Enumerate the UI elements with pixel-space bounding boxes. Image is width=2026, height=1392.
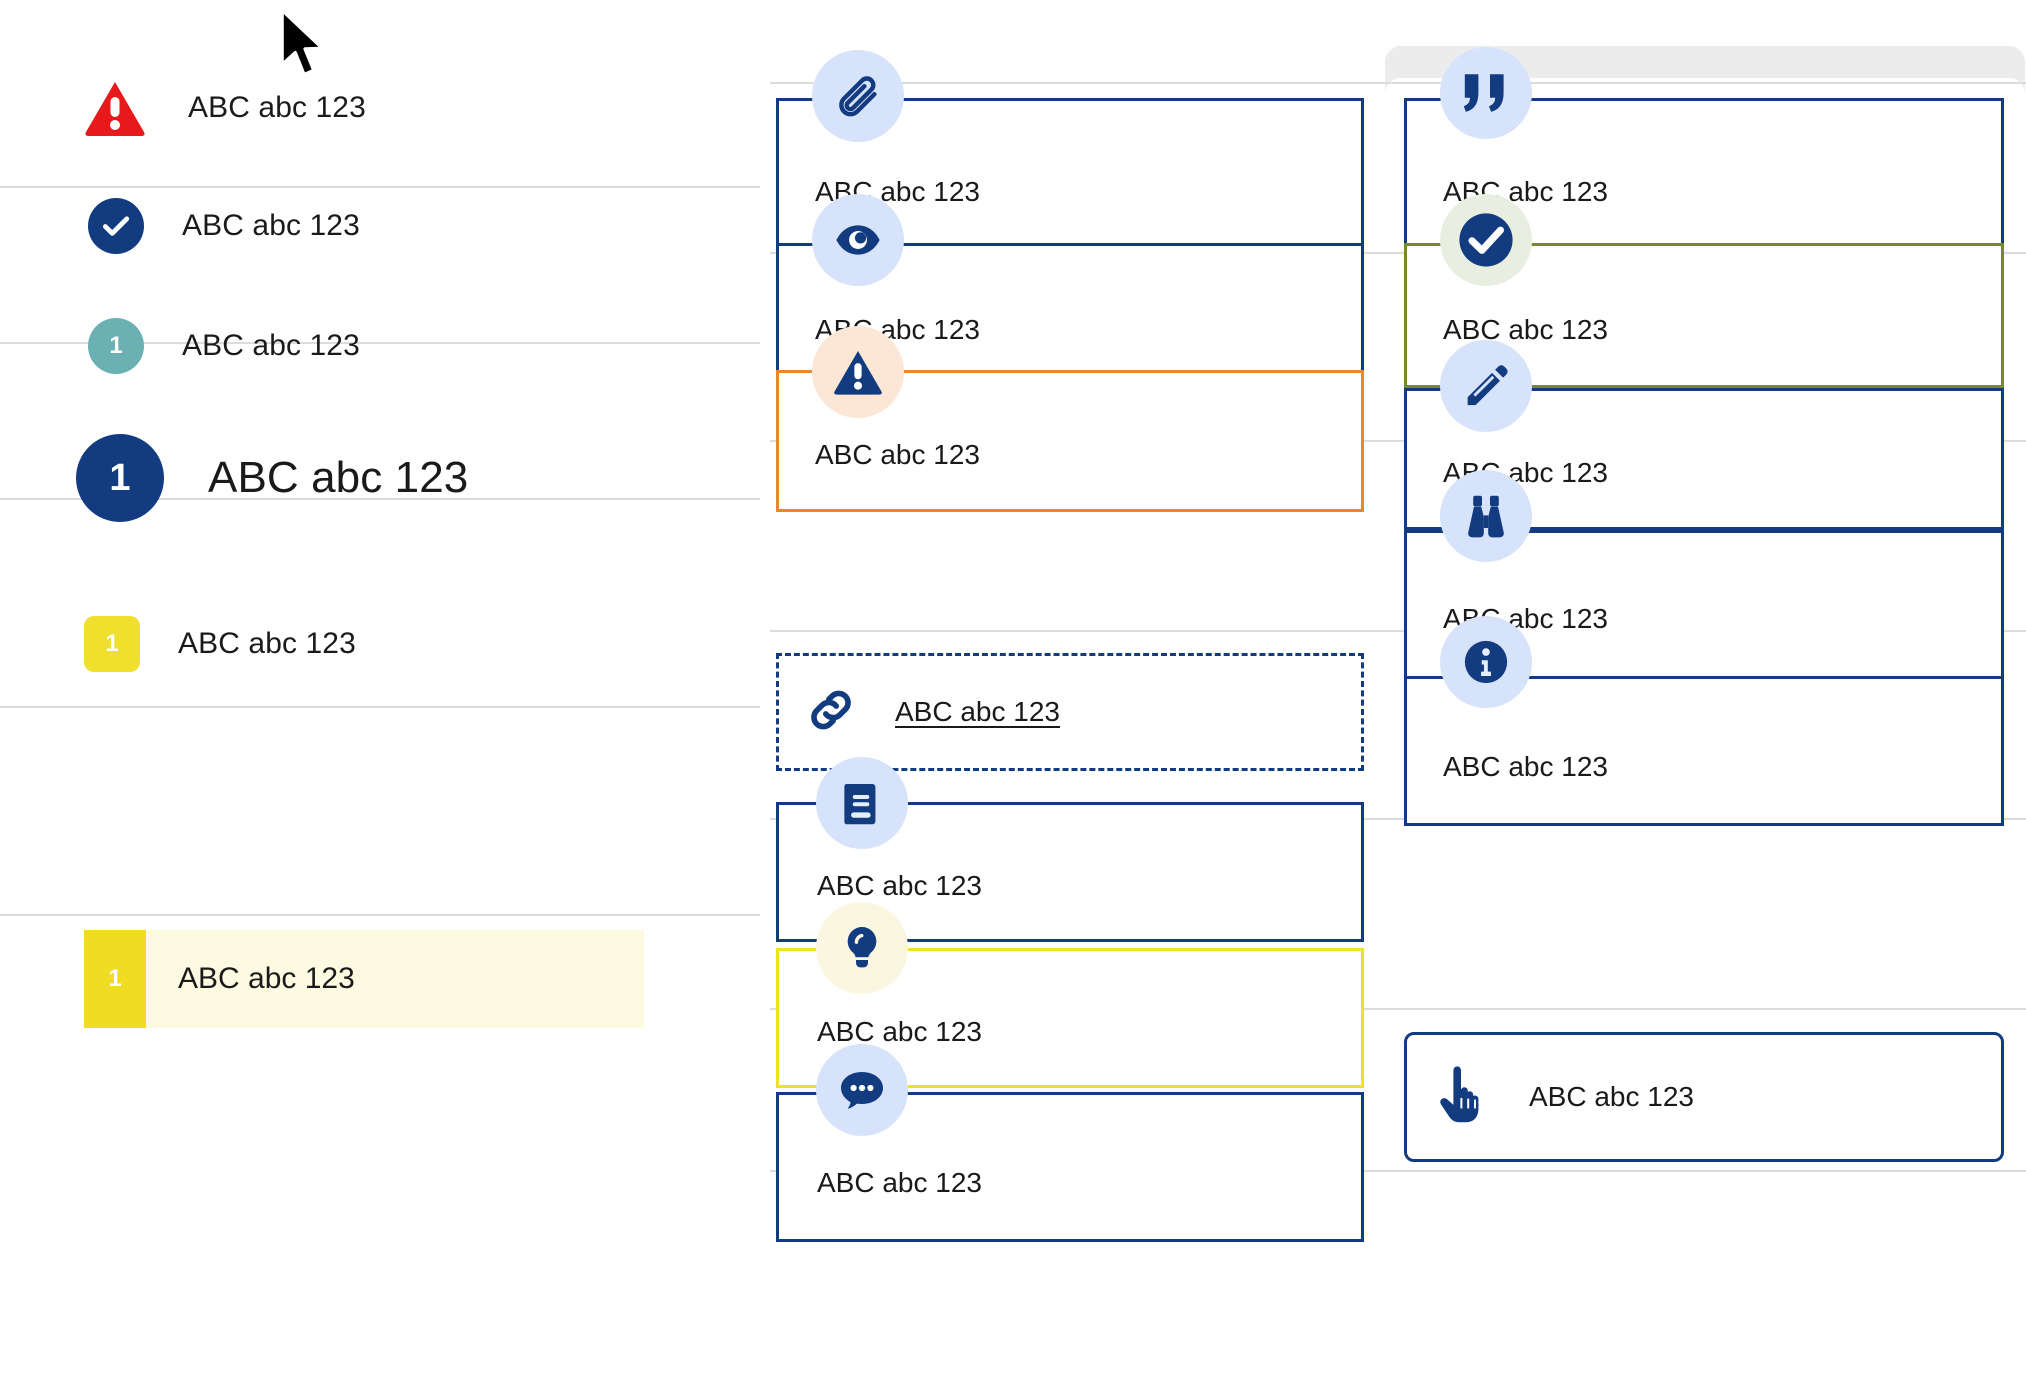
card-link[interactable]: ABC abc 123 [776,653,1364,771]
card-label: ABC abc 123 [1443,751,1608,782]
list-item-label: ABC abc 123 [178,962,355,995]
list-item-check[interactable]: ABC abc 123 [88,198,360,254]
number-badge-icon: 1 [84,930,146,1028]
list-item-highlighted[interactable]: 1 ABC abc 123 [84,930,644,1028]
list-divider [0,706,760,708]
list-item-label: ABC abc 123 [182,329,360,362]
card-label: ABC abc 123 [1529,1081,1694,1112]
column-divider [770,252,2026,254]
column-divider [770,1170,2026,1172]
column-divider [770,818,2026,820]
card-label: ABC abc 123 [817,870,982,901]
column-divider [770,440,2026,442]
card-label: ABC abc 123 [817,1167,982,1198]
info-circle-icon [1440,616,1532,708]
binoculars-icon [1440,470,1532,562]
paperclip-icon [812,50,904,142]
book-icon [816,757,908,849]
list-item-number-teal[interactable]: 1 ABC abc 123 [88,318,360,374]
list-item-label: ABC abc 123 [178,627,356,660]
comment-icon [816,1044,908,1136]
list-item-label: ABC abc 123 [208,453,469,502]
number-badge-icon: 1 [76,434,164,522]
pointing-hand-icon [1433,1064,1491,1131]
list-divider [0,498,760,500]
list-divider [0,342,760,344]
list-item-warning[interactable]: ABC abc 123 [84,80,366,136]
lightbulb-icon [816,902,908,994]
list-divider [0,186,760,188]
card-pointing-hand[interactable]: ABC abc 123 [1404,1032,2004,1162]
number-badge-icon: 1 [88,318,144,374]
column-divider [770,630,2026,632]
list-item-label: ABC abc 123 [182,209,360,242]
number-badge-icon: 1 [84,616,140,672]
warning-triangle-icon [84,80,146,136]
card-label: ABC abc 123 [817,1016,982,1047]
warning-triangle-icon [812,326,904,418]
card-link-label[interactable]: ABC abc 123 [895,696,1060,727]
list-item-label: ABC abc 123 [188,91,366,124]
card-label: ABC abc 123 [1443,314,1608,345]
check-circle-icon [1440,194,1532,286]
quote-icon [1440,47,1532,139]
list-item-number-large[interactable]: 1 ABC abc 123 [76,434,468,522]
mouse-pointer [278,8,330,85]
left-list: ABC abc 123 ABC abc 123 1 ABC abc 123 1 … [0,0,760,1392]
eye-icon [812,194,904,286]
pencil-icon [1440,340,1532,432]
list-item-number-yellow[interactable]: 1 ABC abc 123 [84,616,356,672]
check-circle-icon [88,198,144,254]
column-divider [770,1008,2026,1010]
column-divider [770,82,2026,84]
card-label: ABC abc 123 [815,439,980,470]
link-icon [805,684,857,741]
list-divider [0,914,760,916]
